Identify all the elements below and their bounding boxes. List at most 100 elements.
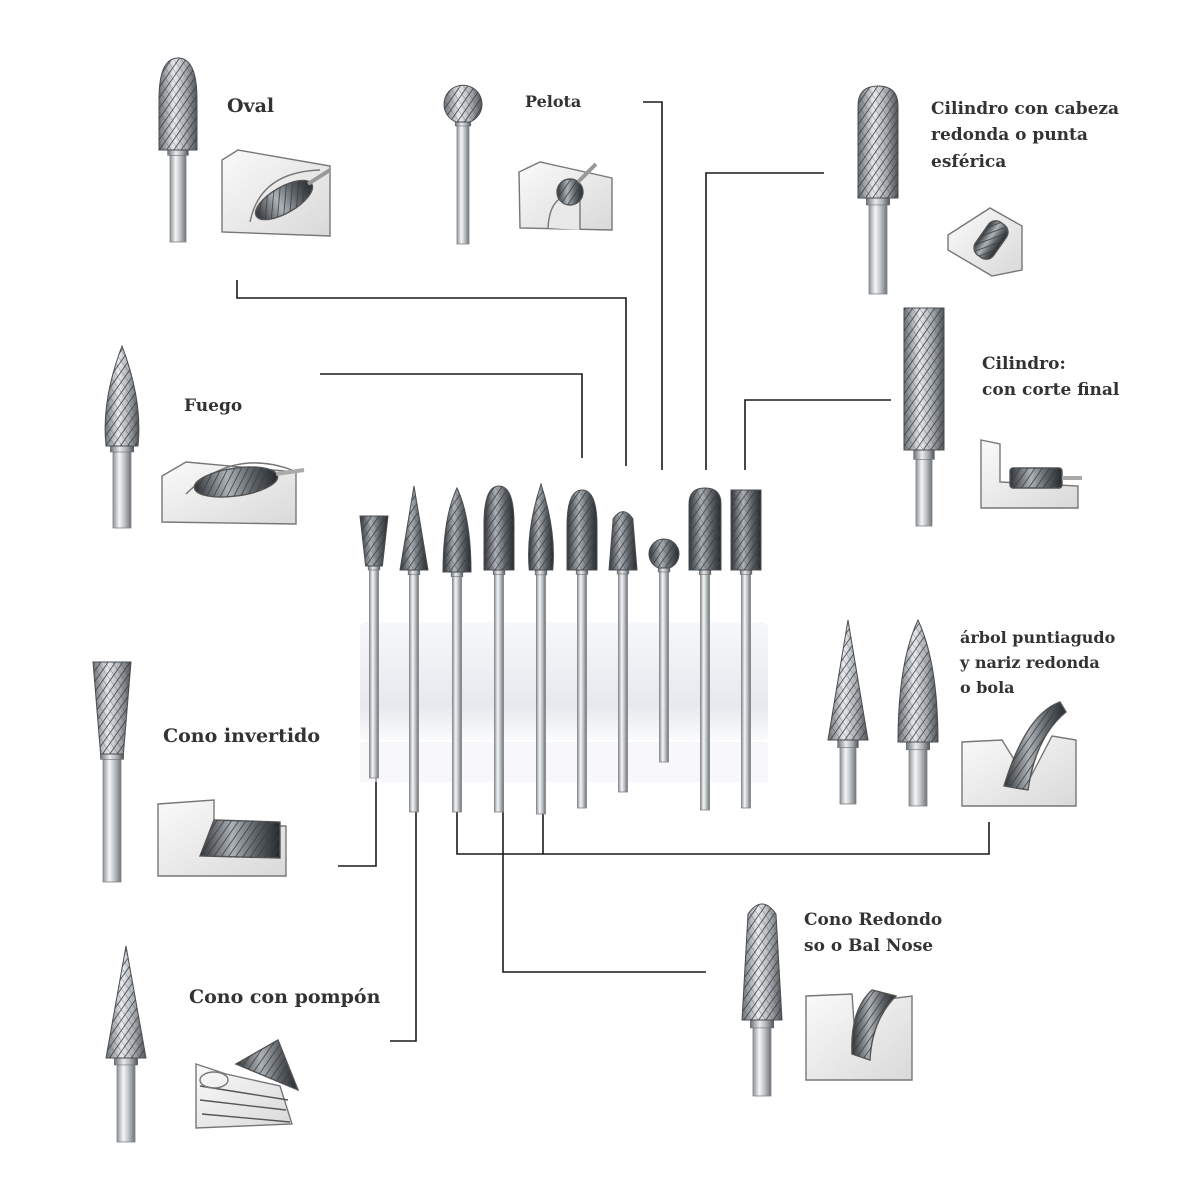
center-burr-7-shank [618, 567, 628, 793]
center-burr-2-crosscut [400, 486, 428, 570]
center-burr-9 [688, 487, 722, 811]
connector-cilindro-corte [744, 399, 891, 470]
center-burr-9-crosscut [689, 488, 721, 570]
center-burr-3-crosscut [443, 488, 471, 572]
center-burr-10-shank [741, 567, 751, 809]
label-cono-redondo-line-2: so o Bal Nose [804, 936, 934, 957]
center-burr-3-shank [452, 569, 462, 813]
burr-cono-invertido-shank [102, 751, 122, 883]
connector-cilindro-cabeza [705, 172, 824, 470]
label-cono-redondo: Cono Redondo so o Bal Nose [804, 907, 942, 960]
label-cono-invertido: Cono invertido [163, 722, 320, 751]
burr-cono-pompon-shank [116, 1055, 136, 1143]
burr-cilindro-cabeza-crosscut [858, 86, 898, 198]
center-burr-1 [359, 515, 389, 779]
center-burr-4 [483, 485, 515, 813]
burr-fuego [104, 344, 140, 529]
label-cilindro-cabeza-line-1: Cilindro con cabeza [931, 99, 1120, 119]
center-burr-4-shank [494, 567, 504, 813]
connector-fuego [320, 373, 583, 458]
center-burr-8-crosscut [649, 539, 680, 568]
label-fuego: Fuego [184, 393, 242, 419]
connector-cono-invertido [338, 758, 377, 867]
usage-fuego [161, 461, 305, 525]
label-cilindro-corte-line-2: con corte final [982, 380, 1120, 401]
center-burr-1-shank [369, 563, 379, 779]
usage-cono-redondo [805, 989, 913, 1081]
burr-cilindro-cabeza-shank [868, 195, 888, 295]
burr-arbol-bola [897, 618, 939, 807]
burr-fuego-crosscut [105, 346, 139, 446]
burr-cilindro-cabeza [857, 85, 899, 295]
label-cilindro-cabeza: Cilindro con cabeza redonda o punta esfé… [931, 96, 1119, 175]
burr-arbol-bola-crosscut [898, 620, 938, 742]
connector-lines [236, 101, 990, 1042]
usage-oval [221, 149, 332, 237]
center-burr-1-crosscut [360, 516, 388, 566]
burr-cono-redondo-crosscut [742, 904, 782, 1020]
connector-cono-redondo [502, 766, 706, 973]
label-cono-invertido-line-1: Cono invertido [163, 725, 321, 747]
burr-cono-redondo [741, 903, 783, 1097]
label-oval-line-1: Oval [227, 95, 275, 117]
burr-cono-invertido-crosscut [93, 662, 131, 754]
holder-reflection [360, 742, 768, 782]
connector-cono-pompon [390, 766, 417, 1042]
burr-cilindro-corte [903, 307, 945, 527]
burr-cono-invertido [92, 661, 132, 883]
label-pelota: Pelota [525, 90, 581, 115]
usage-illustrations [157, 149, 1082, 1129]
usage-cilindro-cabeza [947, 207, 1023, 277]
burr-oval [158, 57, 198, 243]
center-burr-7 [608, 511, 638, 793]
label-pelota-line-1: Pelota [525, 92, 582, 111]
label-fuego-line-1: Fuego [184, 396, 243, 416]
label-cilindro-cabeza-line-2: redonda o punta [931, 125, 1088, 146]
center-burr-9-shank [700, 567, 710, 811]
burr-pelota [443, 84, 483, 245]
burr-oval-shank [169, 147, 187, 243]
center-burr-10-crosscut [731, 490, 761, 570]
label-arbol-line-2: y nariz redonda [960, 652, 1100, 672]
burr-cono-redondo-shank [752, 1017, 772, 1097]
center-burr-10 [730, 489, 762, 809]
burr-cono-pompon [105, 945, 147, 1143]
burr-cilindro-corte-crosscut [904, 308, 944, 450]
usage-arbol [961, 701, 1077, 807]
burr-cono-pompon-crosscut [106, 946, 146, 1058]
burr-pelota-crosscut [444, 85, 482, 122]
label-cilindro-corte-line-1: Cilindro: [982, 354, 1066, 374]
label-oval: Oval [227, 92, 274, 121]
center-burr-7-crosscut [609, 511, 637, 570]
usage-pelota [518, 161, 613, 231]
center-burr-8 [648, 538, 680, 763]
label-cono-pompon: Cono con pompón [189, 983, 380, 1012]
burr-arbol-punta [827, 619, 869, 805]
center-burr-6 [566, 489, 598, 809]
burr-oval-crosscut [159, 58, 197, 150]
center-burr-6-crosscut [567, 490, 597, 570]
label-cono-pompon-line-1: Cono con pompón [189, 986, 381, 1008]
burr-pelota-shank [456, 119, 470, 245]
label-cilindro-corte: Cilindro: con corte final [982, 351, 1119, 404]
usage-cono-pompon [195, 1038, 300, 1129]
usage-cilindro-corte [980, 439, 1082, 509]
center-burr-3 [442, 486, 472, 813]
center-burr-2 [399, 485, 429, 813]
center-burr-4-crosscut [484, 486, 514, 570]
center-burr-5-shank [536, 567, 546, 815]
side-burrs [92, 57, 945, 1143]
center-burr-5 [528, 482, 554, 815]
label-arbol-line-3: o bola [960, 677, 1015, 697]
burr-fuego-shank [112, 443, 132, 529]
center-burr-8-shank [659, 565, 669, 763]
center-burrs [359, 482, 762, 815]
label-arbol: árbol puntiagudo y nariz redonda o bola [960, 626, 1115, 700]
label-arbol-line-1: árbol puntiagudo [960, 628, 1116, 647]
connector-oval [236, 280, 627, 466]
label-cono-redondo-line-1: Cono Redondo [804, 910, 943, 930]
connector-pelota [643, 101, 663, 470]
usage-cono-invertido [157, 799, 287, 877]
label-cilindro-cabeza-line-3: esférica [931, 151, 1007, 172]
